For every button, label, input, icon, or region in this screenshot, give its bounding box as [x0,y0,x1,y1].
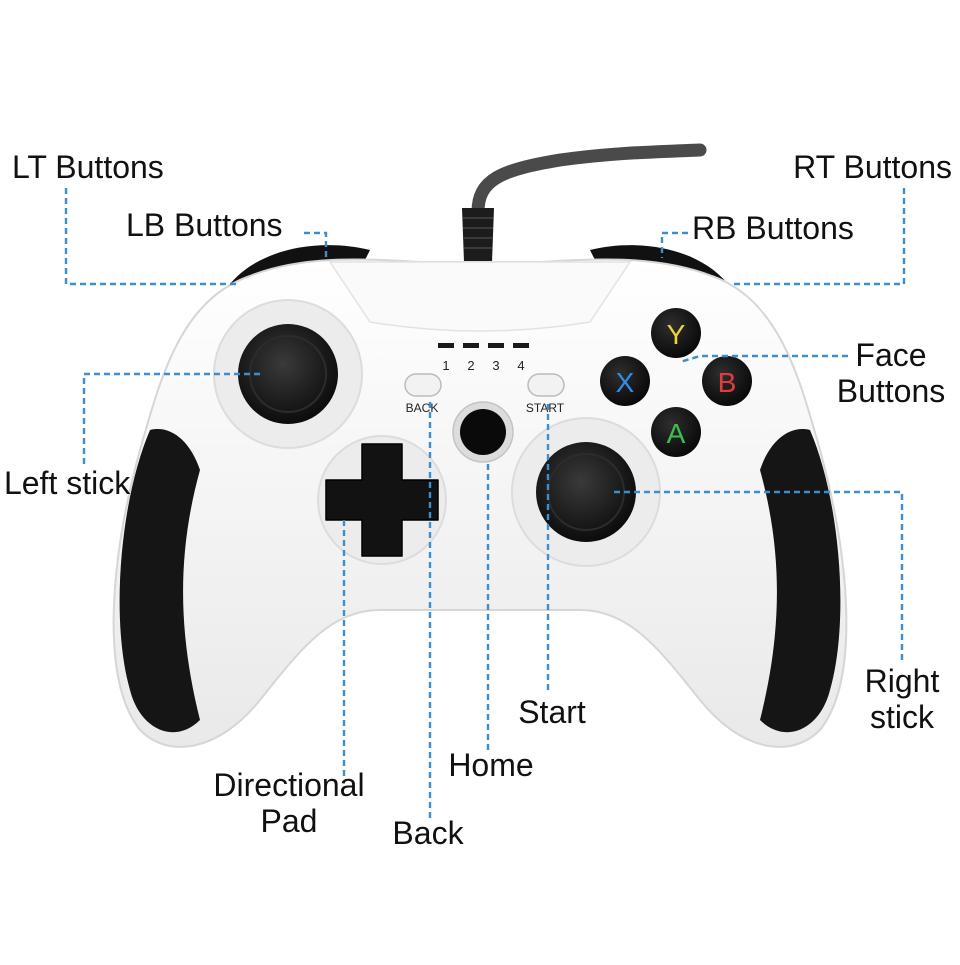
label-rb-buttons: RB Buttons [692,210,854,246]
label-dpad-line2: Pad [260,802,318,839]
label-left-stick: Left stick [4,465,131,501]
face-button-x: X [600,356,650,406]
leader-rt [730,188,906,286]
back-button [404,373,442,397]
player-led-1: 1 [442,358,449,373]
svg-text:X: X [616,367,635,398]
lb-bumper [230,245,370,292]
svg-text:Y: Y [667,319,686,350]
label-face-buttons: Face Buttons [826,337,956,410]
face-button-a: A [651,407,701,457]
usb-cable [471,143,707,219]
label-right-stick-line1: Right [864,663,940,699]
usb-cable-strain-relief [462,208,494,262]
right-grip [760,429,841,733]
leader-face [679,354,848,364]
label-lb-buttons: LB Buttons [126,207,283,243]
player-led-bars [438,343,529,348]
label-right-stick-line2: stick [870,698,934,735]
face-button-y: Y [651,308,701,358]
label-start: Start [518,694,586,730]
dpad [325,443,439,557]
leader-left-stick [82,372,262,464]
label-back: Back [392,815,464,851]
label-rt-buttons: RT Buttons [793,149,952,185]
leader-lb [304,231,328,258]
label-face-line2: Buttons [836,372,946,409]
start-button [527,373,565,397]
label-lt-buttons: LT Buttons [12,149,164,185]
left-stick [238,324,338,424]
label-dpad-line1: Directional [213,767,365,803]
label-face-line1: Face [855,337,927,373]
svg-text:B: B [718,367,737,398]
back-button-text: BACK [406,401,439,415]
player-led-4: 4 [517,358,524,373]
guide-panel [328,261,632,332]
face-button-b: B [702,356,752,406]
svg-text:A: A [667,418,686,449]
label-directional-pad: Directional Pad [196,767,382,840]
label-home: Home [448,747,534,783]
home-button [460,409,506,455]
rb-bumper [590,245,728,292]
start-button-text: START [526,401,565,415]
leader-lt [64,188,240,286]
right-stick [536,442,636,542]
label-right-stick: Right stick [850,663,954,736]
leader-rb [660,231,688,258]
leader-right-stick [614,490,904,664]
player-led-2: 2 [467,358,474,373]
player-led-3: 3 [492,358,499,373]
left-grip [119,429,200,733]
controller-body [112,258,848,748]
